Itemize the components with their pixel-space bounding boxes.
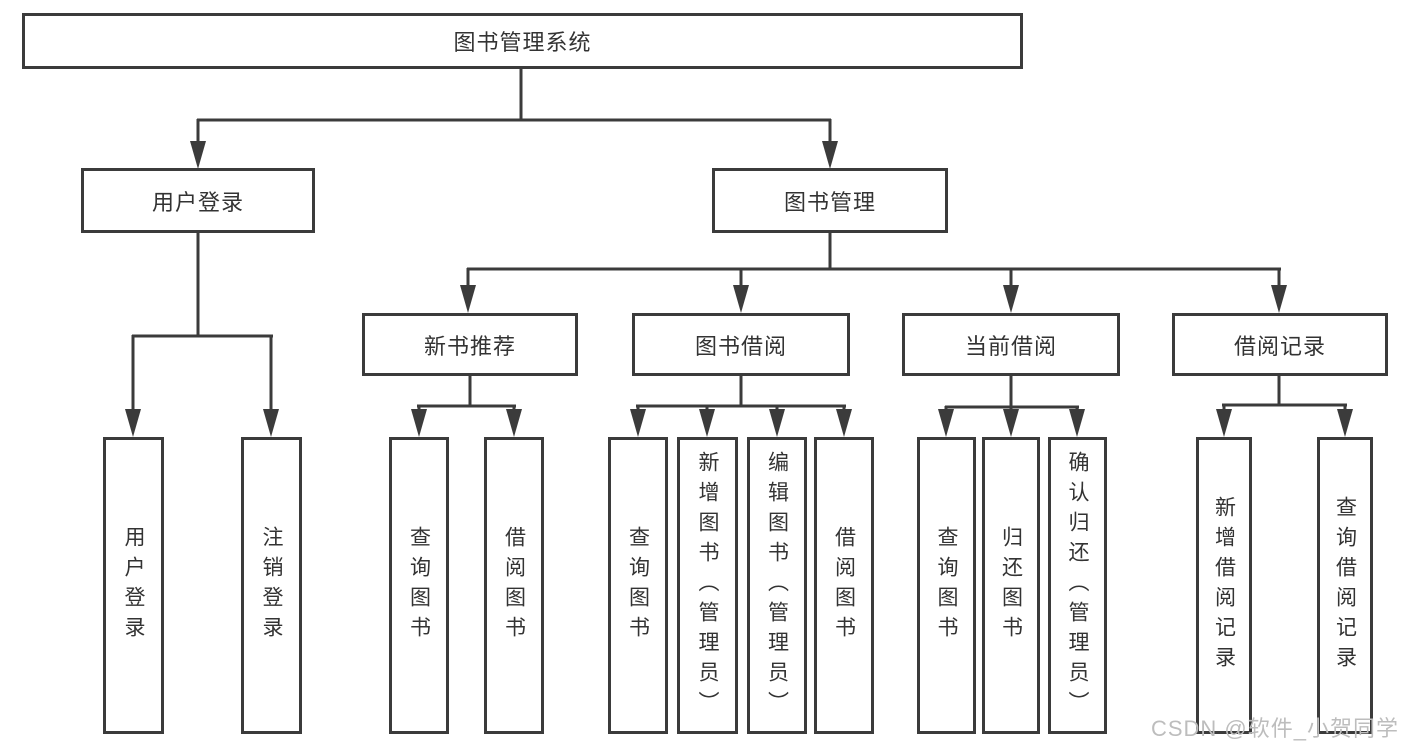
node-label: 图书管理系统 bbox=[453, 30, 592, 55]
leaf-label: 查询图书 bbox=[626, 525, 650, 646]
leaf-borrow-books-1: 借阅图书 bbox=[484, 437, 544, 734]
leaf-add-books-admin: 新增图书（管理员） bbox=[677, 437, 738, 734]
arrowhead-bookmgmt bbox=[822, 141, 838, 169]
node-label: 借阅记录 bbox=[1233, 333, 1326, 359]
node-current-borrowing: 当前借阅 bbox=[902, 313, 1120, 376]
node-book-borrowing: 图书借阅 bbox=[632, 313, 850, 376]
node-label: 图书借阅 bbox=[694, 333, 787, 359]
arrowhead-g3c2 bbox=[1003, 409, 1019, 437]
node-book-management-branch: 图书管理 bbox=[712, 168, 948, 233]
leaf-confirm-return-admin: 确认归还（管理员） bbox=[1048, 437, 1107, 734]
arrowhead-g1 bbox=[460, 285, 476, 313]
csdn-watermark: CSDN @软件_小贺同学 bbox=[1150, 716, 1399, 741]
node-label: 新书推荐 bbox=[423, 333, 516, 359]
leaf-query-books-3: 查询图书 bbox=[917, 437, 976, 734]
leaf-borrow-books-2: 借阅图书 bbox=[814, 437, 874, 734]
arrowhead-g1c2 bbox=[506, 409, 522, 437]
arrowhead-g4c2 bbox=[1337, 409, 1353, 437]
leaf-edit-books-admin: 编辑图书（管理员） bbox=[747, 437, 807, 734]
arrowhead-g2c2 bbox=[699, 409, 715, 437]
arrowhead-g4 bbox=[1271, 285, 1287, 313]
leaf-add-borrow-record: 新增借阅记录 bbox=[1196, 437, 1252, 734]
arrowhead-g2c4 bbox=[836, 409, 852, 437]
node-user-login-branch: 用户登录 bbox=[81, 168, 315, 233]
leaf-user-login: 用户登录 bbox=[103, 437, 164, 734]
arrowhead-g3 bbox=[1003, 285, 1019, 313]
node-label: 当前借阅 bbox=[964, 333, 1057, 359]
leaf-label: 查询借阅记录 bbox=[1333, 495, 1357, 676]
node-book-management-system: 图书管理系统 bbox=[22, 13, 1023, 69]
node-label: 用户登录 bbox=[151, 189, 244, 215]
arrowhead-g2c3 bbox=[769, 409, 785, 437]
leaf-label: 注销登录 bbox=[260, 525, 283, 646]
leaf-label: 借阅图书 bbox=[502, 525, 526, 646]
leaf-return-books: 归还图书 bbox=[982, 437, 1040, 734]
node-label: 图书管理 bbox=[783, 189, 876, 215]
leaf-label: 编辑图书（管理员） bbox=[765, 450, 789, 721]
leaf-label: 归还图书 bbox=[999, 525, 1023, 646]
leaf-query-books-1: 查询图书 bbox=[389, 437, 449, 734]
leaf-label: 查询图书 bbox=[935, 525, 958, 646]
leaf-label: 新增借阅记录 bbox=[1212, 495, 1236, 676]
node-borrowing-records: 借阅记录 bbox=[1172, 313, 1388, 376]
leaf-label: 确认归还（管理员） bbox=[1066, 450, 1089, 721]
leaf-logout: 注销登录 bbox=[241, 437, 302, 734]
arrowhead-g2c1 bbox=[630, 409, 646, 437]
arrowhead-g3c1 bbox=[938, 409, 954, 437]
arrowhead-g4c1 bbox=[1216, 409, 1232, 437]
node-new-book-recommendation: 新书推荐 bbox=[362, 313, 578, 376]
leaf-label: 借阅图书 bbox=[832, 525, 856, 646]
arrowhead-userlogin bbox=[190, 141, 206, 169]
leaf-label: 查询图书 bbox=[407, 525, 431, 646]
arrowhead-login-leaf2 bbox=[263, 409, 279, 437]
arrowhead-g2 bbox=[733, 285, 749, 313]
leaf-query-books-2: 查询图书 bbox=[608, 437, 668, 734]
leaf-label: 新增图书（管理员） bbox=[696, 450, 719, 721]
arrowhead-g3c3 bbox=[1069, 409, 1085, 437]
leaf-label: 用户登录 bbox=[122, 525, 145, 646]
arrowhead-login-leaf1 bbox=[125, 409, 141, 437]
leaf-query-borrow-record: 查询借阅记录 bbox=[1317, 437, 1373, 734]
arrowhead-g1c1 bbox=[411, 409, 427, 437]
